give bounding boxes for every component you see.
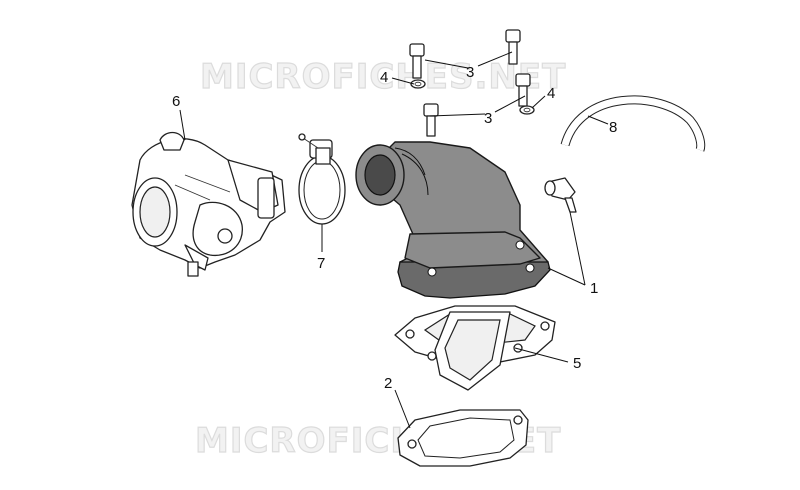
screw-part-c[interactable] bbox=[515, 73, 531, 107]
callout-3-lower: 3 bbox=[484, 110, 492, 127]
callout-2: 2 bbox=[384, 375, 392, 392]
washer-part-b[interactable] bbox=[519, 105, 535, 115]
callout-7: 7 bbox=[317, 255, 325, 272]
leader-lines bbox=[179, 51, 609, 429]
callout-4-left: 4 bbox=[380, 69, 388, 86]
screw-part-b[interactable] bbox=[505, 29, 521, 65]
gasket-part[interactable] bbox=[397, 409, 529, 467]
callout-4-right: 4 bbox=[547, 85, 555, 102]
screw-part-d[interactable] bbox=[423, 103, 439, 137]
hose-clamp-part[interactable] bbox=[298, 133, 346, 225]
screw-part-a[interactable] bbox=[409, 43, 425, 79]
hose-part[interactable] bbox=[560, 95, 706, 152]
reed-valve-part[interactable] bbox=[394, 305, 556, 391]
vacuum-fitting[interactable] bbox=[544, 177, 577, 213]
watermark-top: MICROFICHES.NET bbox=[200, 57, 566, 97]
callout-8: 8 bbox=[609, 119, 617, 136]
callout-5: 5 bbox=[573, 355, 581, 372]
carburetor-part[interactable] bbox=[131, 131, 286, 277]
callout-6: 6 bbox=[172, 93, 180, 110]
callout-3-top: 3 bbox=[466, 64, 474, 81]
callout-1: 1 bbox=[590, 280, 598, 297]
washer-part-a[interactable] bbox=[410, 79, 426, 89]
intake-manifold-part[interactable] bbox=[355, 141, 551, 299]
